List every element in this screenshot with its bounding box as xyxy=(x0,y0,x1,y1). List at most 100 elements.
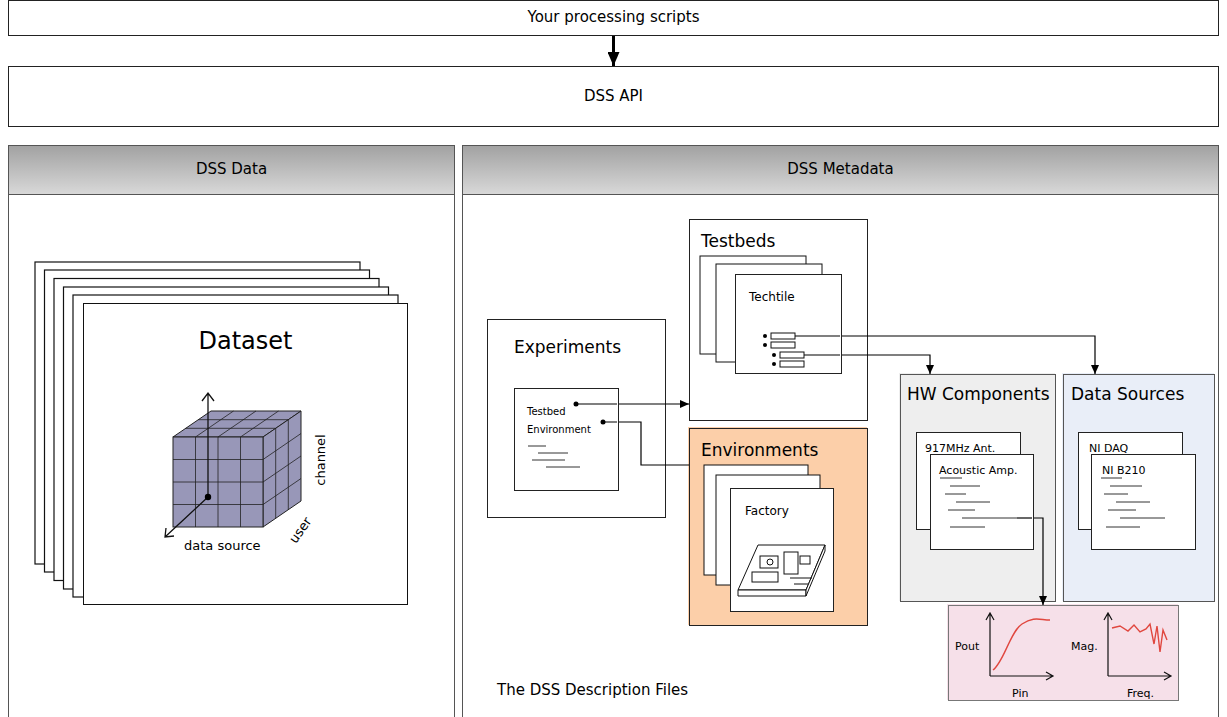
shape-path xyxy=(202,393,214,497)
label-text: Testbed xyxy=(527,406,566,417)
text-slot: Pout xyxy=(955,636,979,654)
connector xyxy=(619,403,689,404)
label-text: Freq. xyxy=(1127,687,1154,700)
bar: DSS API xyxy=(8,66,1219,127)
shape-path xyxy=(993,619,1050,670)
shape-rect xyxy=(780,352,804,358)
data-cube xyxy=(173,411,301,527)
text-slot: Dataset xyxy=(84,328,407,356)
shape-path xyxy=(576,404,617,422)
shape-rect xyxy=(760,556,778,568)
shape-path xyxy=(790,578,812,584)
shape-path xyxy=(1104,613,1171,680)
connector xyxy=(1034,518,1043,605)
shape-polygon xyxy=(738,545,825,590)
text-slot: Data Sources xyxy=(1071,385,1184,405)
shape-rect xyxy=(780,361,804,367)
cube-grid xyxy=(173,411,301,527)
text-slot: Experiments xyxy=(514,338,621,358)
label-text: DSS API xyxy=(584,88,643,105)
label-text: DSS Metadata xyxy=(787,160,893,178)
label-text: NI B210 xyxy=(1102,464,1146,477)
text-scribbles xyxy=(528,446,1165,527)
text-slot: Testbeds xyxy=(701,232,775,252)
text-slot: DSS Metadata xyxy=(463,160,1218,178)
text-slot: Mag. xyxy=(1071,636,1098,654)
text-slot: Environment xyxy=(527,419,591,437)
plot-axes xyxy=(986,613,1171,680)
label-text: data source xyxy=(184,538,261,553)
label-text: 917MHz Ant. xyxy=(925,442,995,455)
text-slot: Factory xyxy=(745,501,789,519)
label-text: Pout xyxy=(955,640,979,653)
shape-rect xyxy=(771,333,795,339)
connector xyxy=(842,355,930,374)
label-text: Techtile xyxy=(749,290,795,304)
shape-polygon xyxy=(738,590,806,596)
label-text: Dataset xyxy=(199,327,293,355)
label-text: Experiments xyxy=(514,337,621,357)
label-text: HW Components xyxy=(907,384,1050,404)
shape-rect xyxy=(173,437,263,527)
shape-path xyxy=(1017,517,1032,518)
group-box: ExperimentsTestbedEnvironment xyxy=(487,319,666,518)
plot-box: PoutPin Mag. Freq. xyxy=(948,605,1179,701)
text-slot: DSS API xyxy=(9,67,1218,126)
text-slot: Freq. xyxy=(1127,683,1154,701)
shape-path xyxy=(263,420,301,519)
text-slot: DSS Data xyxy=(9,160,454,178)
label-text: Mag. xyxy=(1071,640,1098,653)
shape-rect xyxy=(771,342,795,348)
connector xyxy=(612,36,615,66)
group-box: HW Components917MHz Ant.Acoustic Amp. xyxy=(900,374,1056,602)
shape-circle xyxy=(772,362,776,366)
text-slot: NI DAQ xyxy=(1089,438,1128,456)
text-slot: 917MHz Ant. xyxy=(925,438,995,456)
text-slot: channel xyxy=(311,434,329,485)
list-bullets xyxy=(763,334,776,366)
shape-rect xyxy=(752,572,778,582)
text-slot: Pin xyxy=(1012,683,1028,701)
shape-path xyxy=(1112,624,1167,652)
link-stubs xyxy=(576,336,1032,518)
text-slot: Environments xyxy=(701,441,818,461)
list-rows xyxy=(771,333,804,367)
text-slot: HW Components xyxy=(907,385,1050,405)
shape-circle xyxy=(763,334,767,338)
shape-path xyxy=(1101,478,1165,527)
label-text: Factory xyxy=(745,504,789,518)
label-text: Data Sources xyxy=(1071,384,1184,404)
label-text: Testbeds xyxy=(701,231,775,251)
factory-illustration xyxy=(738,545,825,596)
label-text: Your processing scripts xyxy=(527,9,699,26)
link-dots xyxy=(574,402,606,425)
text-slot: The DSS Description Files xyxy=(497,681,688,699)
shape-circle xyxy=(772,353,776,357)
text-slot: user xyxy=(284,513,315,547)
label-text: Pin xyxy=(1012,687,1028,700)
text-slot: NI B210 xyxy=(1102,460,1146,478)
text-slot: data source xyxy=(184,536,261,554)
shape-path xyxy=(173,437,263,527)
label-text: Environments xyxy=(701,440,818,460)
label-text: Environment xyxy=(527,424,591,435)
label-text: The DSS Description Files xyxy=(497,681,688,699)
connector xyxy=(619,422,689,465)
card: Techtile xyxy=(735,274,842,374)
panel: DSS MetadataExperimentsTestbedEnvironmen… xyxy=(462,145,1219,717)
label-text: user xyxy=(286,514,315,546)
text-slot: Testbed xyxy=(527,401,566,419)
cube-axes xyxy=(165,393,214,537)
text-slot: Your processing scripts xyxy=(9,1,1218,35)
shape-rect xyxy=(784,552,798,574)
connector xyxy=(842,336,1095,374)
shape-path xyxy=(940,478,1017,527)
shape-circle xyxy=(763,343,767,347)
shape-path xyxy=(986,613,1053,680)
shape-path xyxy=(186,411,289,437)
shape-path xyxy=(528,446,580,467)
bar: Your processing scripts xyxy=(8,0,1219,36)
group-box: Data Sources NI DAQ NI B210 xyxy=(1063,374,1215,602)
